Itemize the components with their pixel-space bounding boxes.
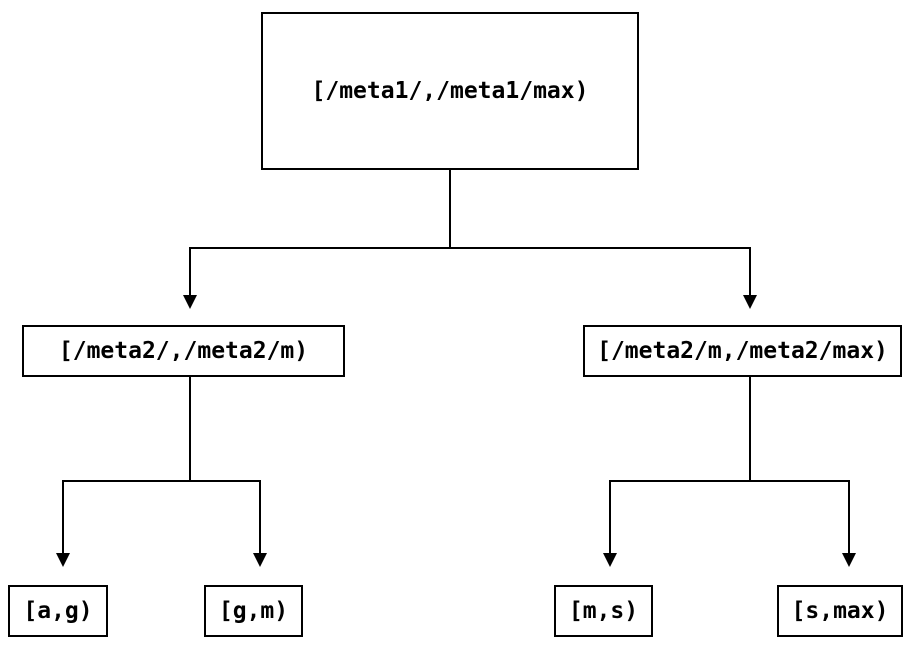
edge-line-right-branch: [609, 480, 850, 554]
edge-line-root-branch: [189, 247, 751, 296]
arrowhead-down-icon: [603, 553, 617, 567]
node-leaf-ag-range: [a,g): [8, 585, 108, 637]
arrowhead-down-icon: [56, 553, 70, 567]
node-meta2-right-range: [/meta2/m,/meta2/max): [583, 325, 902, 377]
arrowhead-down-icon: [183, 295, 197, 309]
edge-arrowheads: [56, 295, 856, 567]
node-meta2-left-range: [/meta2/,/meta2/m): [22, 325, 345, 377]
edge-lines: [62, 170, 850, 554]
node-root-range: [/meta1/,/meta1/max): [261, 12, 639, 170]
arrowhead-down-icon: [253, 553, 267, 567]
edge-line-left-branch: [62, 480, 261, 554]
node-leaf-ms-range: [m,s): [554, 585, 653, 637]
arrowhead-down-icon: [743, 295, 757, 309]
node-leaf-gm-range: [g,m): [204, 585, 303, 637]
arrowhead-down-icon: [842, 553, 856, 567]
node-leaf-smax-range: [s,max): [777, 585, 903, 637]
